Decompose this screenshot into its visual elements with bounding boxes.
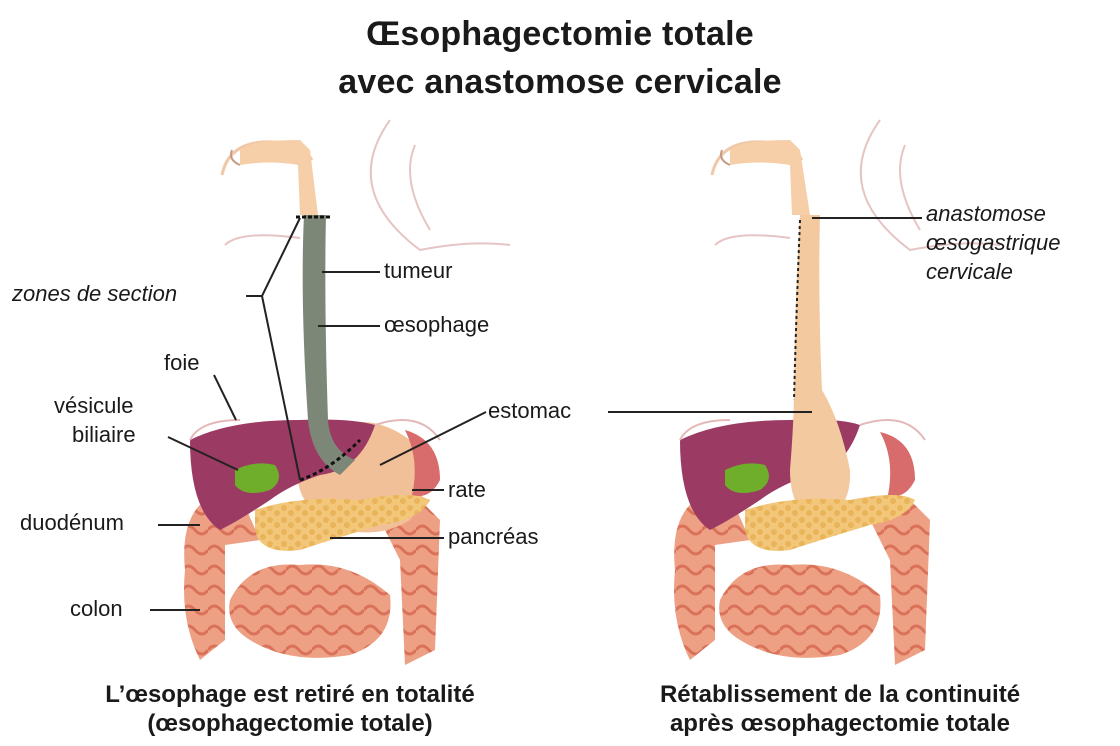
label-oesophage: œsophage — [384, 312, 489, 338]
label-vesicule-line1: vésicule — [54, 393, 133, 419]
label-vesicule-line2: biliaire — [72, 422, 136, 448]
right-pharynx — [730, 140, 810, 215]
right-colon-right — [870, 500, 930, 665]
label-duodenum: duodénum — [20, 510, 124, 536]
left-body-outline — [225, 120, 510, 250]
left-anatomy — [184, 120, 510, 665]
label-colon: colon — [70, 596, 123, 622]
left-small-intestine — [229, 564, 390, 657]
right-spleen — [880, 432, 915, 496]
caption-left-line1: L’œsophage est retiré en totalité — [20, 681, 560, 709]
label-foie: foie — [164, 350, 199, 376]
right-leader-lines — [608, 218, 922, 412]
caption-right-line2: après œsophagectomie totale — [570, 710, 1110, 738]
label-rate: rate — [448, 477, 486, 503]
left-pharynx — [240, 140, 318, 215]
label-estomac: estomac — [488, 398, 571, 424]
label-pancreas: pancréas — [448, 524, 539, 550]
caption-right-line1: Rétablissement de la continuité — [570, 681, 1110, 709]
label-anastomose-line3: cervicale — [926, 259, 1013, 285]
right-gastric-tube — [790, 215, 850, 520]
label-anastomose-line2: œsogastrique — [926, 230, 1061, 256]
caption-left-line2: (œsophagectomie totale) — [20, 710, 560, 738]
label-tumeur: tumeur — [384, 258, 452, 284]
label-zones-de-section: zones de section — [12, 281, 177, 307]
right-small-intestine — [719, 564, 880, 657]
label-anastomose-line1: anastomose — [926, 201, 1046, 227]
